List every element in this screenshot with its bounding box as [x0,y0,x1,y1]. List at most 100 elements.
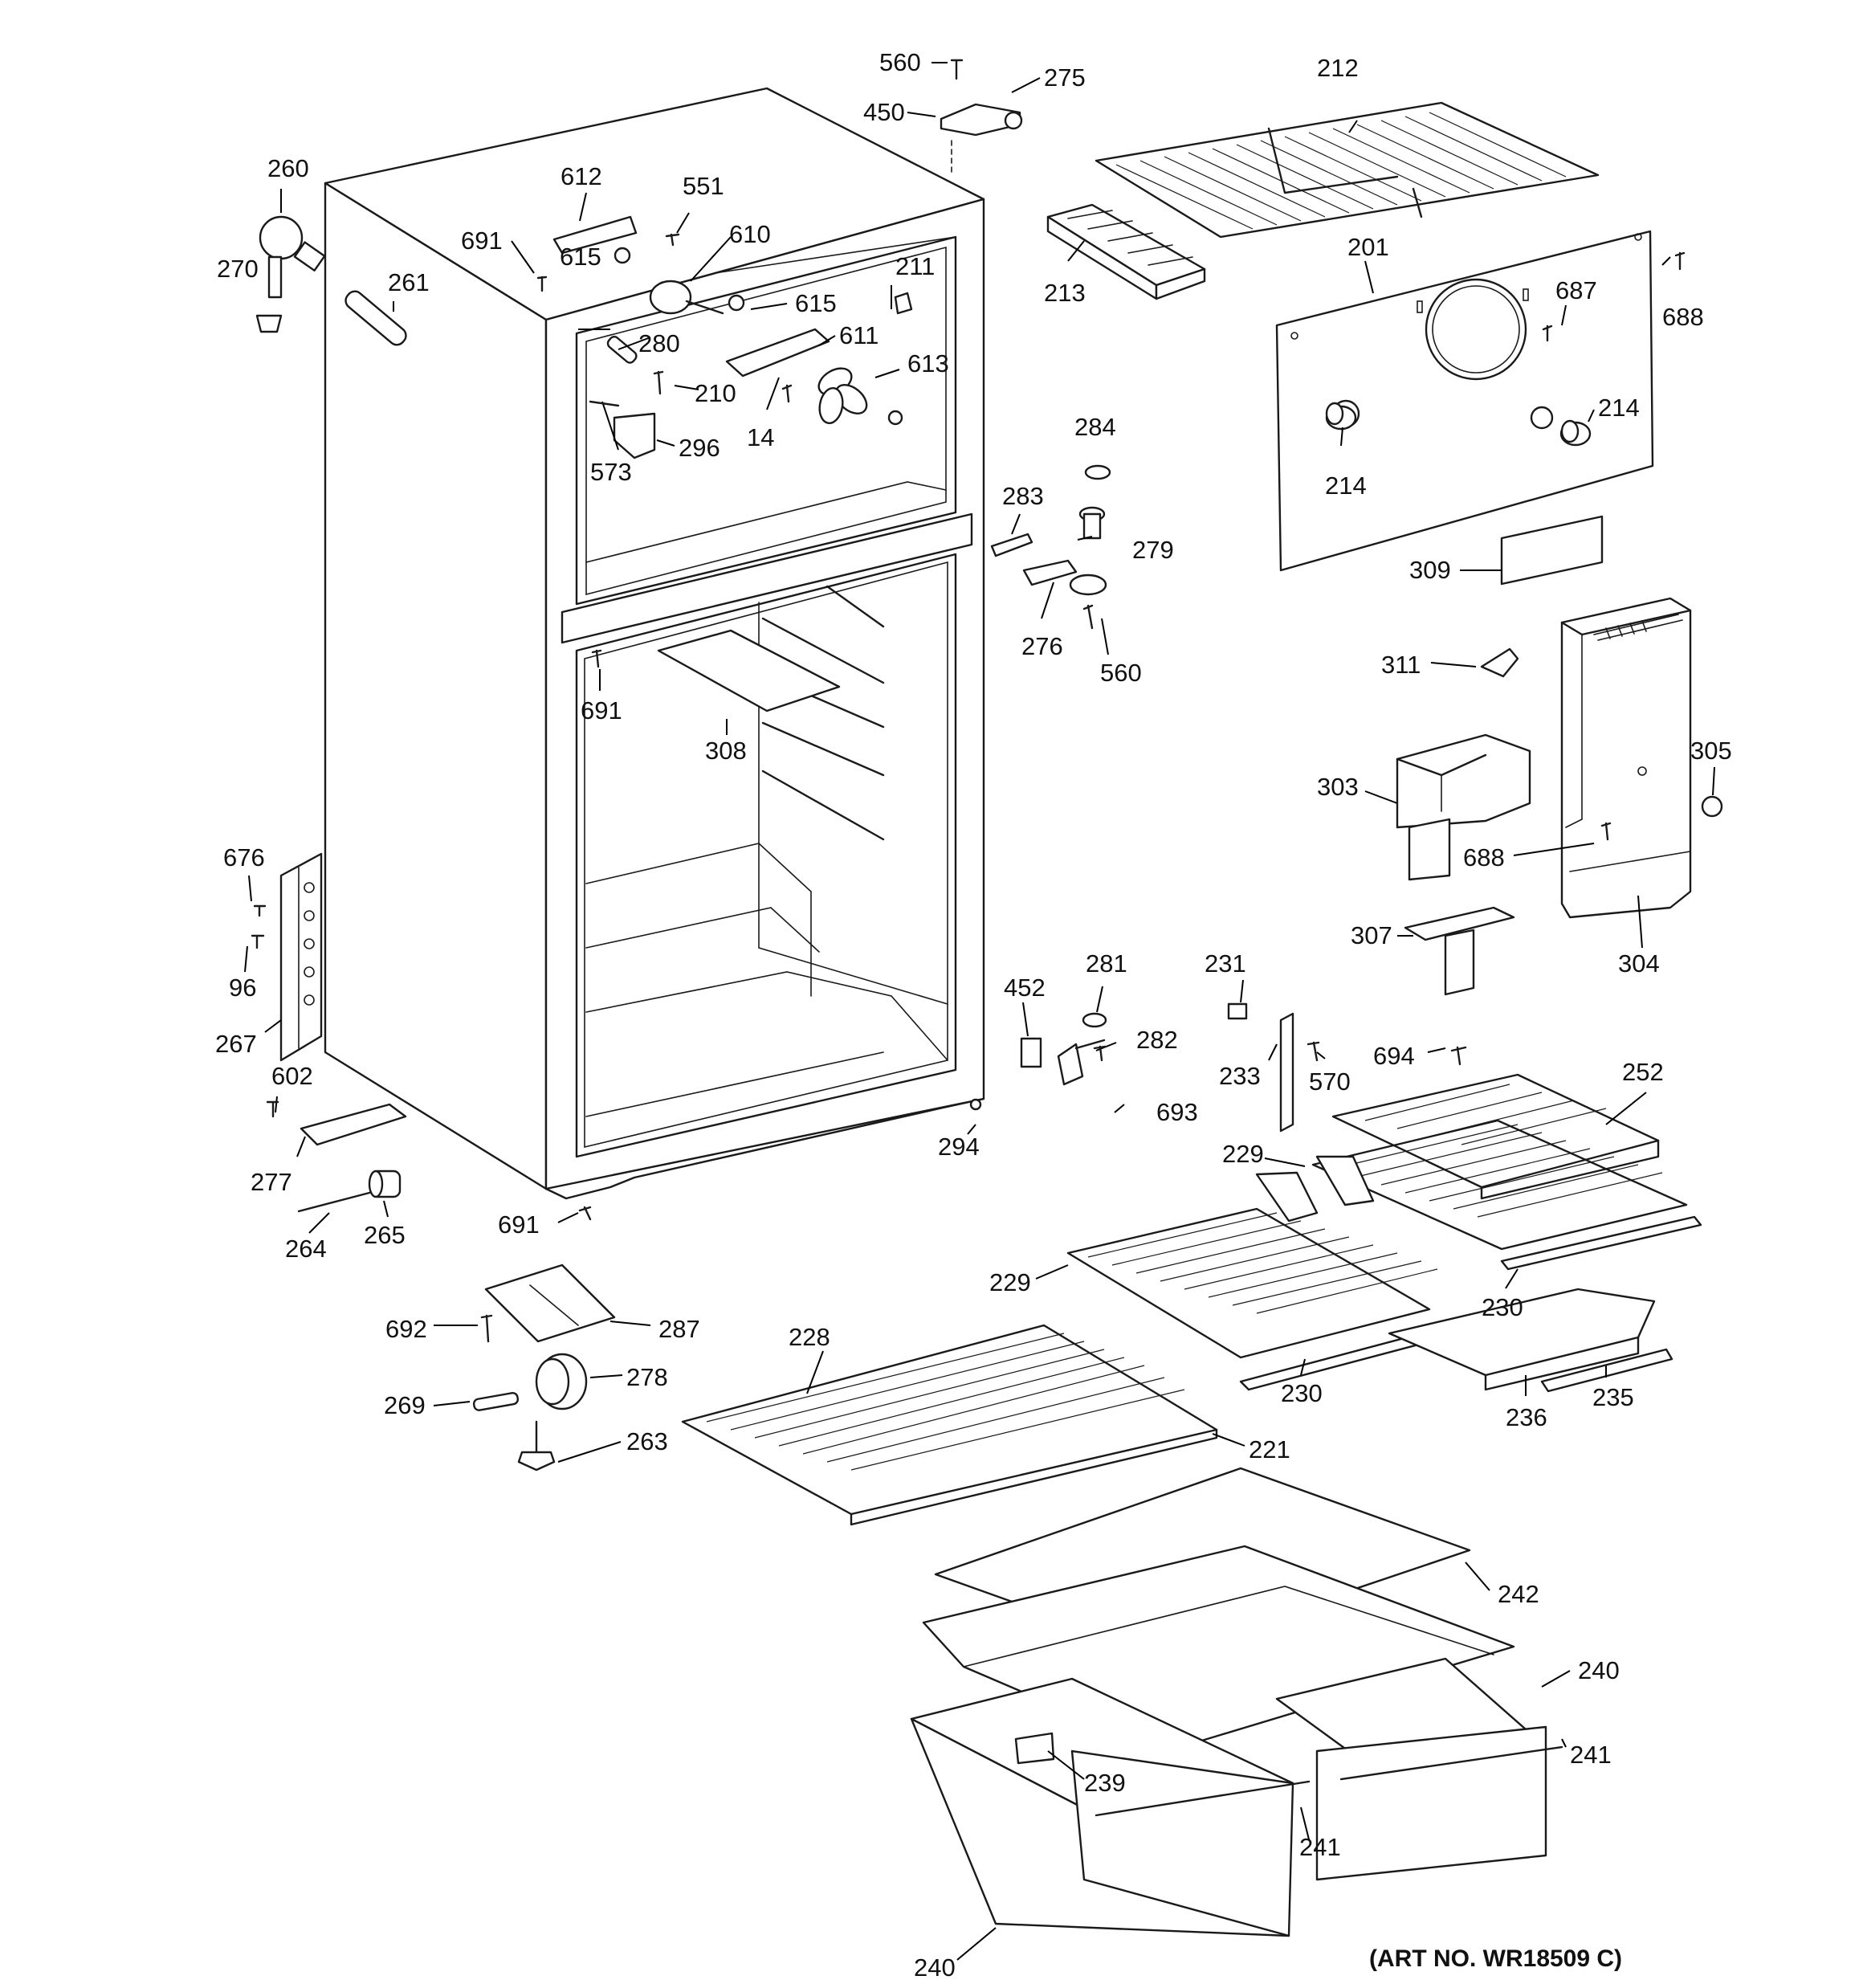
callout-label: 615 [560,243,601,271]
callout-label: 96 [229,974,256,1002]
upper-hinge [940,103,1023,173]
bottom-hinge-bracket [279,852,323,1062]
hinge-pin [297,1191,371,1213]
callout-label: 221 [1249,1435,1290,1463]
callout-label: 267 [215,1030,257,1058]
meat-pan-236 [1388,1288,1656,1391]
thermostat-assembly [649,280,724,315]
callout-label: 602 [271,1062,313,1090]
callout-label: 229 [989,1268,1031,1296]
callout-label: 239 [1084,1769,1126,1797]
callout-label: 551 [683,172,724,200]
ice-tray [1046,203,1206,300]
callout-label: 240 [914,1953,956,1982]
grommet [255,314,283,333]
callout-label: 283 [1002,482,1044,510]
freezer-wire-shelf [1095,101,1600,239]
center-hinge-cover [990,533,1033,557]
callout-label: 241 [1299,1833,1341,1861]
fan-bracket [725,328,830,378]
evaporator-fan-blade [817,367,868,425]
center-hinge [1022,559,1107,596]
callout-label: 264 [285,1235,327,1263]
callout-label: 307 [1351,921,1392,949]
shelf-support-right [1315,1155,1375,1206]
callout-label: 691 [461,227,503,255]
callout-label: 560 [879,48,921,76]
callout-label: 304 [1618,949,1660,978]
crisper-drawer-left [910,1677,1311,1937]
shelf-ladder-rail [1279,1012,1294,1133]
hinge-pin-bushing [1078,506,1106,540]
callout-label: 281 [1086,949,1127,978]
damper-clip [1480,647,1519,678]
defrost-drain-trough [606,336,638,364]
crisper-drawer-right [1275,1657,1563,1881]
callout-label: 279 [1132,536,1174,564]
callout-label: 693 [1156,1098,1198,1126]
callout-label: 691 [581,696,622,725]
crisper-support [1014,1732,1055,1765]
callout-label: 311 [1381,651,1421,679]
drain-fitting [259,215,326,299]
hinge-screw-top [950,59,964,80]
callout-label: 230 [1482,1293,1523,1321]
leveling-bracket [484,1263,616,1343]
roller [368,1170,402,1198]
callout-label: 560 [1100,659,1142,687]
callout-label: 210 [695,379,736,407]
leveling-leg [517,1420,556,1472]
thermostat-knob [1701,795,1723,818]
control-knob-left [1325,402,1357,431]
callout-label: 263 [626,1427,668,1455]
callout-label: 252 [1622,1058,1664,1086]
callout-label: 294 [938,1133,980,1161]
air-diffuser [1396,733,1531,881]
control-housing [1560,597,1692,919]
callout-label: 284 [1074,413,1116,441]
callout-label: 211 [895,252,935,280]
callout-label: 229 [1222,1140,1264,1168]
callout-label: 308 [705,737,747,765]
callout-label: 309 [1409,556,1451,584]
damper-control [1404,906,1515,996]
hinge-support [300,1103,407,1146]
callout-label: 287 [658,1315,700,1343]
callout-label: 212 [1317,54,1359,82]
callout-label: 269 [384,1391,426,1419]
callout-label: 14 [747,423,774,451]
callout-label: 276 [1021,632,1063,660]
callout-label: 305 [1690,737,1732,765]
callout-label: 676 [223,843,265,872]
callout-label: 214 [1598,394,1640,422]
screws [251,233,1686,1343]
art-number: (ART NO. WR18509 C) [1369,1945,1622,1972]
callout-label: 240 [1578,1656,1620,1684]
glass-shelf-252 [1331,1073,1660,1200]
callout-label: 201 [1347,233,1389,261]
rail-clip [1227,1002,1248,1020]
drain-tube [344,290,407,346]
callout-label: 270 [217,255,259,283]
callout-label: 233 [1219,1062,1261,1090]
door-stop [1020,1037,1042,1068]
callout-label: 303 [1317,773,1359,801]
shelf-trim-230-upper [1500,1215,1702,1271]
callout-label: 275 [1044,63,1086,92]
refrigerator-cabinet [324,87,985,1200]
thermostat-bracket [552,215,638,255]
hinge-bushing [1084,464,1111,480]
callout-label: 241 [1570,1741,1612,1769]
callout-label: 613 [907,349,949,378]
callout-label: 692 [385,1315,427,1343]
callout-leaders [244,62,1715,1961]
callout-label: 452 [1004,974,1046,1002]
callout-label: 213 [1044,279,1086,307]
bottom-hinge [1057,1039,1106,1086]
callout-label: 214 [1325,471,1367,500]
callout-label: 236 [1506,1403,1547,1431]
callout-label: 231 [1205,949,1246,978]
control-knob-right [1559,419,1592,447]
callout-label: 688 [1463,843,1505,872]
